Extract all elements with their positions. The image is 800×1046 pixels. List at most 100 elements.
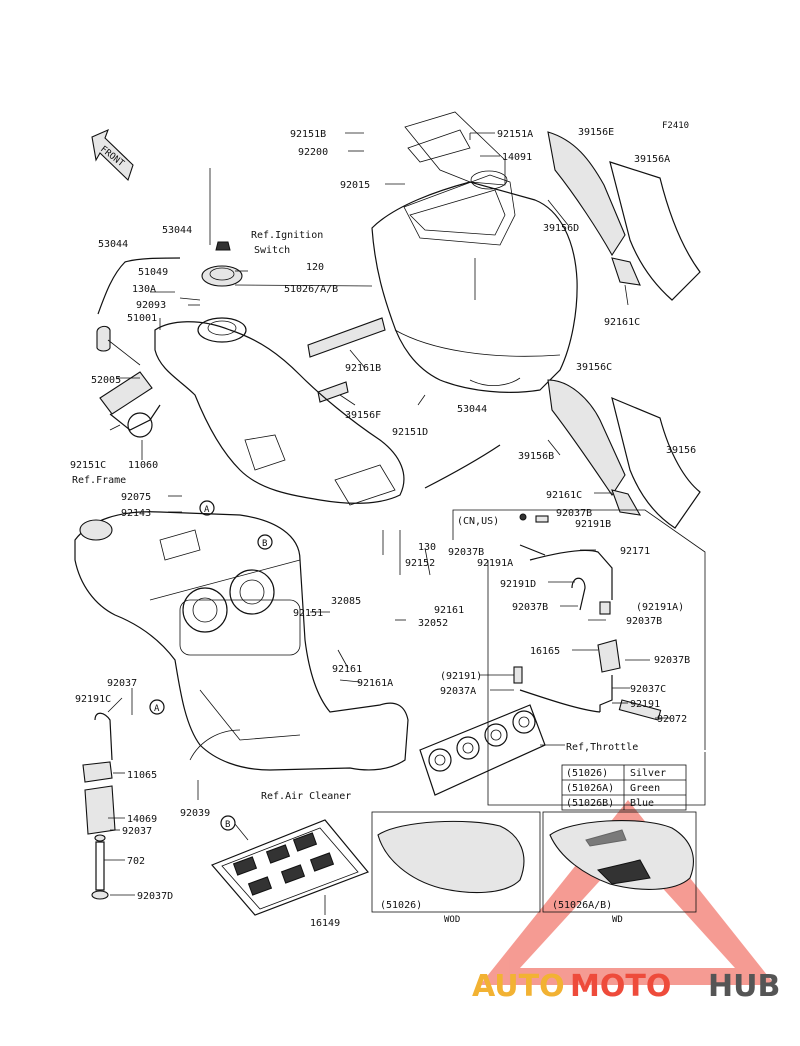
label-92075: 92075	[121, 492, 151, 503]
tank-cover-wod-drawing	[371, 811, 541, 913]
watermark-logo	[480, 800, 775, 985]
label-120: 120	[306, 262, 324, 273]
label-92151C: 92151C	[70, 460, 106, 471]
label-92161A: 92161A	[357, 678, 393, 689]
color-table: (51026) Silver (51026A) Green (51026B) B…	[561, 764, 687, 811]
label-92152: 92152	[405, 558, 435, 569]
label-39156E: 39156E	[578, 127, 614, 138]
label-39156F: 39156F	[345, 410, 381, 421]
svg-text:MOTO: MOTO	[570, 969, 671, 1004]
label-92171: 92171	[620, 546, 650, 557]
label-11065: 11065	[127, 770, 157, 781]
label-ref-air-cleaner: Ref.Air Cleaner	[261, 791, 351, 802]
label-53044-a: 53044	[162, 225, 192, 236]
color-name-1: Green	[630, 783, 660, 794]
marker-A-2: A	[149, 699, 165, 715]
label-39156B: 39156B	[518, 451, 554, 462]
label-92037A: 92037A	[440, 686, 476, 697]
label-92161-b: 92161	[332, 664, 362, 675]
label-14069: 14069	[127, 814, 157, 825]
label-92037-b: 92037	[122, 826, 152, 837]
pad-92161B	[307, 317, 386, 358]
color-code-2: (51026B)	[566, 798, 614, 809]
color-code-1: (51026A)	[566, 783, 614, 794]
throttle-body-drawing	[419, 704, 546, 796]
label-ref-frame: Ref.Frame	[72, 475, 126, 486]
color-name-0: Silver	[630, 768, 666, 779]
label-92191-paren: (92191)	[440, 671, 482, 682]
svg-text:AUTO: AUTO	[472, 969, 565, 1004]
strip-53044-left	[97, 257, 181, 315]
label-cn-us: (CN,US)	[457, 516, 499, 527]
label-ref-throttle: Ref,Throttle	[566, 742, 638, 753]
color-code-0: (51026)	[566, 768, 608, 779]
side-cover-39156	[611, 396, 701, 529]
frame-drawing	[74, 321, 409, 771]
color-name-2: Blue	[630, 798, 654, 809]
marker-B-2: B	[220, 815, 236, 831]
label-92191A: 92191A	[477, 558, 513, 569]
side-cover-39156C	[547, 379, 626, 496]
marker-A-1: A	[199, 500, 215, 516]
fuel-cap-drawing	[197, 241, 247, 343]
label-92191C: 92191C	[75, 694, 111, 705]
label-11060: 11060	[128, 460, 158, 471]
label-16149: 16149	[310, 918, 340, 929]
label-92161C-b: 92161C	[546, 490, 582, 501]
label-92161B: 92161B	[345, 363, 381, 374]
svg-text:B: B	[262, 539, 267, 549]
fuel-pump-drawing	[96, 325, 161, 438]
label-ref-ignition: Ref.Ignition	[251, 230, 323, 241]
figure-code: F2410	[662, 121, 689, 131]
label-92037D: 92037D	[137, 891, 173, 902]
label-51049: 51049	[138, 267, 168, 278]
label-92093: 92093	[136, 300, 166, 311]
tank-cover-wd-drawing	[542, 811, 697, 913]
label-92037B-a: 92037B	[556, 508, 592, 519]
label-53044-b: 53044	[98, 239, 128, 250]
label-130: 130	[418, 542, 436, 553]
label-92191: 92191	[630, 699, 660, 710]
leader-lines	[104, 132, 670, 915]
label-92037B-c: 92037B	[512, 602, 548, 613]
label-92191D: 92191D	[500, 579, 536, 590]
label-92037B-b: 92037B	[448, 547, 484, 558]
label-16165: 16165	[530, 646, 560, 657]
side-cover-39156A	[609, 161, 701, 301]
label-52005: 52005	[91, 375, 121, 386]
label-32085: 32085	[331, 596, 361, 607]
pad-92161C-upper	[611, 257, 641, 286]
strip-53044-right	[424, 444, 501, 489]
pad-39156F	[317, 381, 349, 403]
label-702: 702	[127, 856, 145, 867]
label-39156A: 39156A	[634, 154, 670, 165]
label-92039: 92039	[180, 808, 210, 819]
label-92037: 92037	[107, 678, 137, 689]
fuel-tank-drawing	[371, 111, 578, 393]
fuel-line-subassembly	[452, 509, 706, 806]
label-51026AB: 51026/A/B	[284, 284, 338, 295]
label-92161C-a: 92161C	[604, 317, 640, 328]
label-92037C: 92037C	[630, 684, 666, 695]
label-92151: 92151	[293, 608, 323, 619]
label-130A: 130A	[132, 284, 156, 295]
label-92151D: 92151D	[392, 427, 428, 438]
label-92151B: 92151B	[290, 129, 326, 140]
svg-text:HUB: HUB	[708, 969, 780, 1004]
pad-92161C-lower	[611, 489, 642, 516]
svg-text:A: A	[154, 704, 160, 714]
part-labels: 92151B 92200 92151A 14091 39156E 39156A …	[70, 127, 696, 929]
label-wod: WOD	[444, 915, 460, 925]
svg-text:B: B	[225, 820, 230, 830]
watermark-text: AUTO MOTO HUB	[472, 969, 780, 1004]
label-92143: 92143	[121, 508, 151, 519]
label-51026-wod: (51026)	[380, 900, 422, 911]
label-32052: 32052	[418, 618, 448, 629]
label-92191A-paren: (92191A)	[636, 602, 684, 613]
label-92200: 92200	[298, 147, 328, 158]
label-14091: 14091	[502, 152, 532, 163]
label-switch: Switch	[254, 245, 290, 256]
label-92015: 92015	[340, 180, 370, 191]
label-39156C: 39156C	[576, 362, 612, 373]
